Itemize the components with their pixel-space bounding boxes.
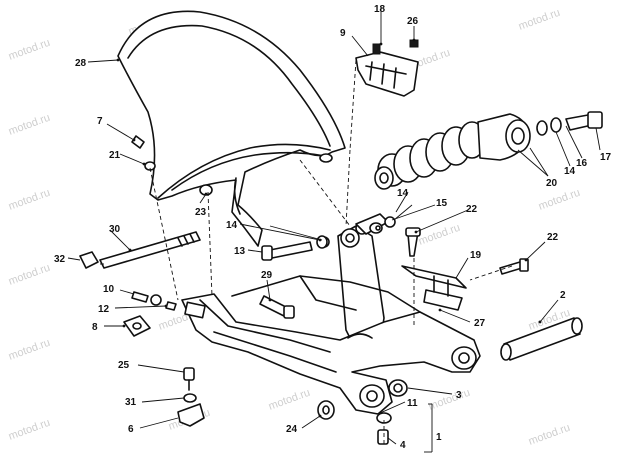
- mounting-bolt: [259, 295, 295, 319]
- callout-label: 12: [98, 304, 110, 315]
- bolt-head-icon: [372, 43, 381, 55]
- callout-label: 13: [234, 246, 246, 257]
- bracket-plate: [401, 265, 467, 311]
- square-nut: [123, 315, 151, 337]
- watermark-text: motod.ru: [537, 187, 582, 213]
- pivot-fasteners: [376, 379, 408, 445]
- bolt-side: [499, 258, 529, 275]
- callout-label: 20: [546, 178, 558, 189]
- nut-icon: [79, 251, 99, 269]
- callout-label: 25: [118, 360, 130, 371]
- watermark-text: motod.ru: [427, 387, 472, 413]
- callout-label: 10: [103, 284, 115, 295]
- bushing: [317, 400, 335, 420]
- callout-label: 3: [456, 390, 462, 401]
- callout-label: 24: [286, 424, 298, 435]
- watermark-text: motod.ru: [7, 187, 52, 213]
- chain-slider-fasteners: [177, 367, 205, 427]
- rear-mudguard: [117, 10, 346, 247]
- chain-guard-bracket: [355, 39, 419, 97]
- callout-label: 2: [560, 290, 566, 301]
- watermark-text: motod.ru: [7, 262, 52, 288]
- watermark-text: motod.ru: [7, 37, 52, 63]
- watermark-text: motod.ru: [417, 222, 462, 248]
- callout-labels: 1 2 3 4 6 7 8 9 10 11 12 13 14 14 14 15 …: [54, 4, 612, 451]
- bolt-upper: [405, 227, 421, 257]
- callout-label: 11: [407, 398, 418, 409]
- watermark-text: motod.ru: [527, 422, 572, 448]
- callout-label: 14: [564, 166, 576, 177]
- callout-label: 6: [128, 424, 134, 435]
- watermark-text: motod.ru: [267, 387, 312, 413]
- watermark-text: motod.ru: [7, 417, 52, 443]
- axle-rod: [79, 231, 201, 269]
- callout-label: 17: [600, 152, 612, 163]
- callout-label: 16: [576, 158, 588, 169]
- callout-label: 23: [195, 207, 207, 218]
- leader-lines: [67, 8, 601, 453]
- callout-label: 7: [97, 116, 103, 127]
- callout-label: 29: [261, 270, 273, 281]
- callout-label: 22: [547, 232, 559, 243]
- swingarm: [181, 275, 481, 415]
- callout-label: 9: [340, 28, 346, 39]
- callout-label: 27: [474, 318, 486, 329]
- callout-label: 15: [436, 198, 448, 209]
- callout-label: 30: [109, 224, 121, 235]
- left-fasteners: [131, 291, 177, 311]
- watermark-text: motod.ru: [517, 7, 562, 33]
- callout-label: 19: [470, 250, 482, 261]
- shock-absorber: [374, 111, 603, 190]
- watermark-text: motod.ru: [7, 112, 52, 138]
- callout-label: 8: [92, 322, 98, 333]
- swingarm-pivot-sleeve: [500, 317, 583, 361]
- callout-label: 31: [125, 397, 137, 408]
- washers: [369, 216, 396, 234]
- callout-label: 32: [54, 254, 66, 265]
- callout-label: 21: [109, 150, 121, 161]
- callout-label: 14: [397, 188, 409, 199]
- callout-label: 14: [226, 220, 238, 231]
- callout-label: 4: [400, 440, 406, 451]
- callout-label: 26: [407, 16, 419, 27]
- callout-label: 28: [75, 58, 87, 69]
- watermark-text: motod.ru: [7, 337, 52, 363]
- callout-label: 22: [466, 204, 478, 215]
- callout-label: 18: [374, 4, 386, 15]
- callout-label: 1: [436, 432, 442, 443]
